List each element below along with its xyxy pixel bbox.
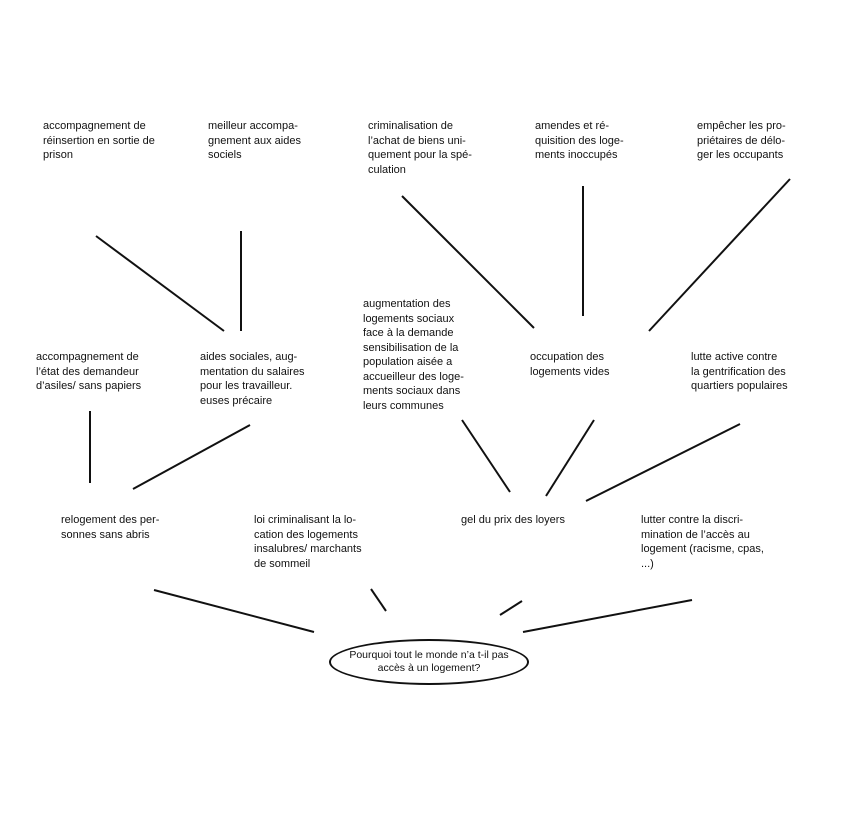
node-meilleur-accompagnement: meilleur accompa- gnement aux aides soci… [208,120,301,161]
node-loi-criminalisant: loi criminalisant la lo- cation des loge… [254,514,362,570]
central-question-ellipse: Pourquoi tout le monde n’a t-il pas accè… [329,639,529,685]
link-occupation-to-gel [545,419,595,497]
link-empecher-to-occupation [648,178,791,332]
node-empecher-proprietaires: empêcher les pro- priétaires de délo- ge… [697,120,786,161]
link-gel-to-question [499,600,523,616]
link-loi-to-question [370,588,387,612]
link-discrimination-to-question [522,599,693,633]
link-relogement-to-question [153,589,315,633]
link-aides-to-relogement [132,424,251,490]
node-occupation-vides: occupation des logements vides [530,351,610,378]
node-lutte-gentrification: lutte active contre la gentrification de… [691,351,788,392]
link-gentrification-to-gel [585,423,741,502]
node-aides-sociales: aides sociales, aug- mentation du salair… [200,351,305,407]
node-relogement-sans-abris: relogement des per- sonnes sans abris [61,514,160,541]
node-gel-loyers: gel du prix des loyers [461,514,565,526]
node-criminalisation-achat: criminalisation de l’achat de biens uni-… [368,120,472,176]
link-augmentation-to-gel [461,419,511,493]
node-accompagnement-asiles: accompagnement de l’état des demandeur d… [36,351,142,392]
node-discrimination: lutter contre la discri- mination de l’a… [641,514,764,570]
link-criminalisation-to-occupation [401,195,535,329]
link-prison-to-aides [95,235,225,332]
node-amendes-requisition: amendes et ré- quisition des loge- ments… [535,120,624,161]
central-question-text: Pourquoi tout le monde n’a t-il pas accè… [349,649,509,674]
node-augmentation-logements: augmentation des logements sociaux face … [363,298,464,412]
node-accompagnement-prison: accompagnement de réinsertion en sortie … [43,120,155,161]
